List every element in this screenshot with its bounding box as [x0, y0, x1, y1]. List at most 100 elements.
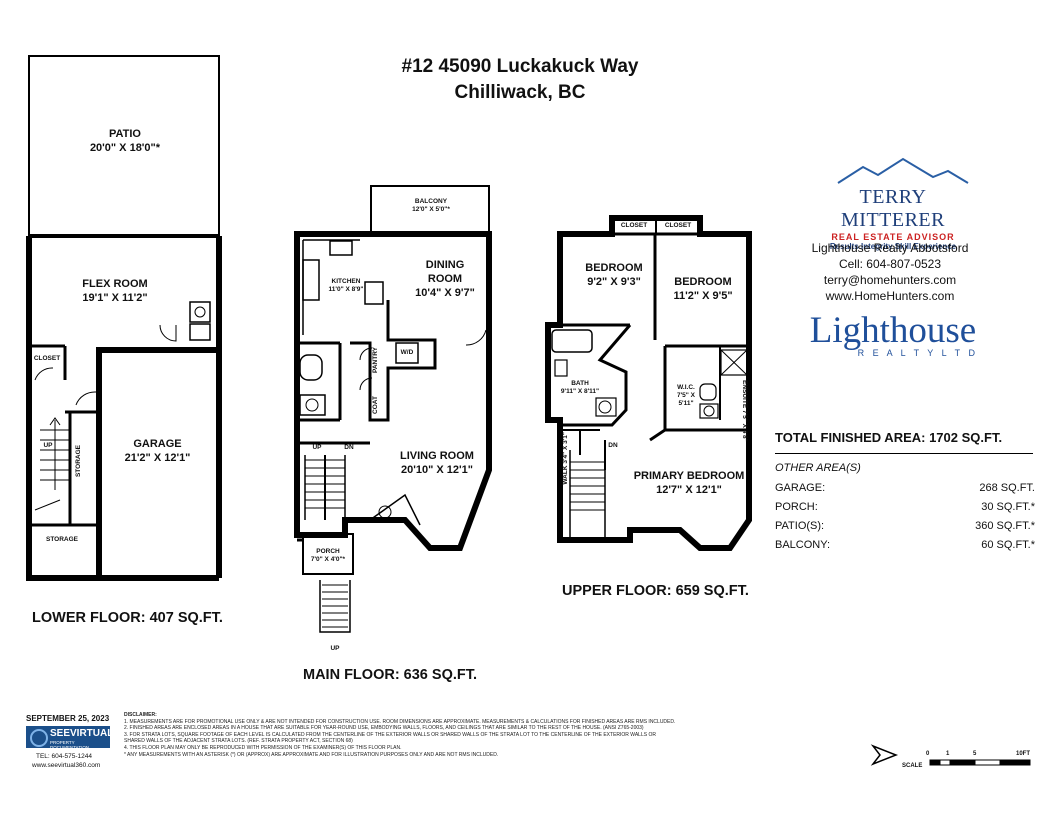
north-arrow — [870, 744, 899, 766]
scale-label: SCALE — [902, 763, 923, 769]
area-row: PATIO(S): 360 SQ.FT.* — [775, 520, 1035, 538]
room-name: ENSUITE — [741, 380, 748, 409]
room-closet-1: CLOSET — [620, 222, 648, 229]
room-name: PATIO — [109, 128, 141, 140]
total-finished-area: TOTAL FINISHED AREA: 1702 SQ.FT. — [775, 430, 1003, 445]
stair-up-label: UP — [312, 444, 322, 451]
seevirtual-tel: TEL: 604-575-1244 — [36, 753, 93, 760]
lower-floor-plan — [26, 55, 222, 581]
room-ensuite: ENSUITE 7'5" X 4'8" — [728, 380, 748, 442]
room-balcony: BALCONY 12'0" X 5'0"* — [378, 198, 484, 214]
room-primary-bedroom: PRIMARY BEDROOM 12'7" X 12'1" — [632, 469, 746, 497]
room-name: GARAGE — [133, 438, 182, 450]
room-bedroom-1: BEDROOM 9'2" X 9'3" — [575, 261, 653, 289]
scale-bar — [929, 759, 1031, 766]
washer-dryer-label: W/D — [400, 349, 414, 356]
disclaimer-heading: DISCLAIMER: — [124, 712, 157, 718]
area-row: BALCONY: 60 SQ.FT.* — [775, 539, 1035, 557]
upper-floor-label: UPPER FLOOR: 659 SQ.FT. — [562, 583, 749, 599]
room-dimensions: 20'0" X 18'0"* — [89, 142, 161, 154]
disclaimer-line: 1. MEASUREMENTS ARE FOR PROMOTIONAL USE … — [124, 718, 676, 725]
other-areas-list: GARAGE: 268 SQ.FT. PORCH: 30 SQ.FT.* PAT… — [775, 482, 1035, 562]
room-name: DINING ROOM — [425, 259, 465, 285]
plan-date: SEPTEMBER 25, 2023 — [26, 714, 110, 723]
room-dimensions: 9'11" X 8'11" — [560, 388, 600, 395]
stair-up-label: UP — [43, 442, 53, 449]
room-dimensions: 21'2" X 12'1" — [124, 452, 191, 464]
room-pantry: PANTRY — [372, 347, 379, 373]
agent-logo-tagline: Results Integrity Skill Experience — [829, 242, 957, 251]
area-value: 30 SQ.FT.* — [981, 501, 1035, 513]
globe-icon — [30, 729, 48, 747]
room-dimensions: 7'5" X 4'8" — [741, 409, 748, 442]
room-name: PORCH — [316, 548, 340, 555]
room-name: WALK — [562, 465, 569, 485]
agent-cell: Cell: 604-807-0523 — [838, 257, 942, 271]
room-name: BEDROOM — [585, 262, 643, 274]
agent-logo-name: TERRY MITTERER — [841, 186, 945, 231]
room-dimensions: 11'2" X 9'5" — [673, 290, 733, 302]
area-row: GARAGE: 268 SQ.FT. — [775, 482, 1035, 500]
disclaimer-line: 3. FOR STRATA LOTS, SQUARE FOOTAGE OF EA… — [124, 731, 656, 738]
brokerage-name: Lighthouse Realty Abbotsford — [811, 241, 969, 255]
room-dimensions: 10'4" X 9'7" — [415, 287, 475, 299]
room-name: BEDROOM — [674, 276, 732, 288]
room-dimensions: 12'0" X 5'0"* — [412, 206, 450, 213]
roofline-icon — [837, 157, 969, 184]
area-row: PORCH: 30 SQ.FT.* — [775, 501, 1035, 519]
room-closet-2: CLOSET — [664, 222, 692, 229]
seevirtual-web: www.seevirtual360.com — [32, 762, 101, 769]
main-floor-plan — [294, 185, 492, 633]
scale-tick-5: 5 — [973, 751, 977, 757]
scale-tick-0: 0 — [926, 751, 930, 757]
area-label: GARAGE: — [775, 482, 826, 494]
room-dimensions: 20'10" X 12'1" — [401, 464, 473, 476]
disclaimer-line: 4. THIS FLOOR PLAN MAY ONLY BE REPRODUCE… — [124, 744, 402, 751]
room-dimensions: 3'4" X 3'1" — [562, 432, 569, 464]
disclaimer-line: SHARED WALLS OF THE ADJACENT STRATA LOTS… — [124, 738, 353, 745]
agent-contact: Lighthouse Realty Abbotsford Cell: 604-8… — [790, 240, 990, 304]
brokerage-logo-text: Lighthouse — [809, 310, 977, 351]
room-name: BALCONY — [414, 198, 448, 205]
disclaimer-line: * ANY MEASUREMENTS WITH AN ASTERISK (*) … — [124, 751, 499, 758]
room-dimensions: 12'7" X 12'1" — [656, 484, 722, 496]
area-value: 360 SQ.FT.* — [975, 520, 1035, 532]
room-name: W.I.C. — [677, 384, 695, 391]
area-divider — [775, 453, 1033, 454]
entry-stair-up-label: UP — [330, 645, 340, 652]
room-kitchen: KITCHEN 11'0" X 8'9" — [328, 278, 364, 294]
room-walk: WALK 3'4" X 3'1" — [562, 432, 582, 485]
area-label: BALCONY: — [775, 539, 831, 551]
other-areas-heading: OTHER AREA(S) — [775, 462, 861, 474]
scale-tick-1: 1 — [946, 751, 950, 757]
lower-floor-label: LOWER FLOOR: 407 SQ.FT. — [32, 610, 223, 626]
room-name: PRIMARY BEDROOM — [633, 470, 745, 482]
seevirtual-name: SEEVIRTUAL — [50, 728, 114, 739]
address-line-1: #12 45090 Luckakuck Way — [401, 56, 639, 77]
room-dimensions: 11'0" X 8'9" — [328, 286, 364, 293]
room-coat: COAT — [372, 396, 379, 414]
room-dimensions: 7'0" X 4'0"* — [310, 556, 346, 563]
brokerage-logo: Lighthouse R E A L T Y L T D — [808, 310, 978, 359]
room-name: FLEX ROOM — [82, 278, 148, 290]
stair-down-label: DN — [344, 444, 354, 451]
room-closet: CLOSET — [33, 355, 61, 362]
area-label: PORCH: — [775, 501, 818, 513]
main-floor-label: MAIN FLOOR: 636 SQ.FT. — [303, 667, 478, 683]
room-dimensions: 9'2" X 9'3" — [587, 276, 641, 288]
room-garage: GARAGE 21'2" X 12'1" — [105, 437, 210, 465]
scale-tick-10: 10FT — [1016, 751, 1031, 757]
seevirtual-logo: SEEVIRTUAL PROPERTY DOCUMENTATION — [26, 726, 114, 750]
area-value: 60 SQ.FT.* — [981, 539, 1035, 551]
agent-email: terry@homehunters.com — [823, 273, 957, 287]
room-bedroom-2: BEDROOM 11'2" X 9'5" — [662, 275, 744, 303]
room-living: LIVING ROOM 20'10" X 12'1" — [392, 449, 482, 477]
agent-logo-role: REAL ESTATE ADVISOR — [831, 232, 955, 242]
area-value: 268 SQ.FT. — [979, 482, 1035, 494]
room-name: KITCHEN — [331, 278, 361, 285]
room-storage-vertical: STORAGE — [75, 445, 82, 478]
room-flex: FLEX ROOM 19'1" X 11'2" — [40, 277, 190, 305]
room-dimensions: 7'5" X 5'11" — [677, 392, 695, 407]
address-line-2: Chilliwack, BC — [454, 82, 586, 103]
